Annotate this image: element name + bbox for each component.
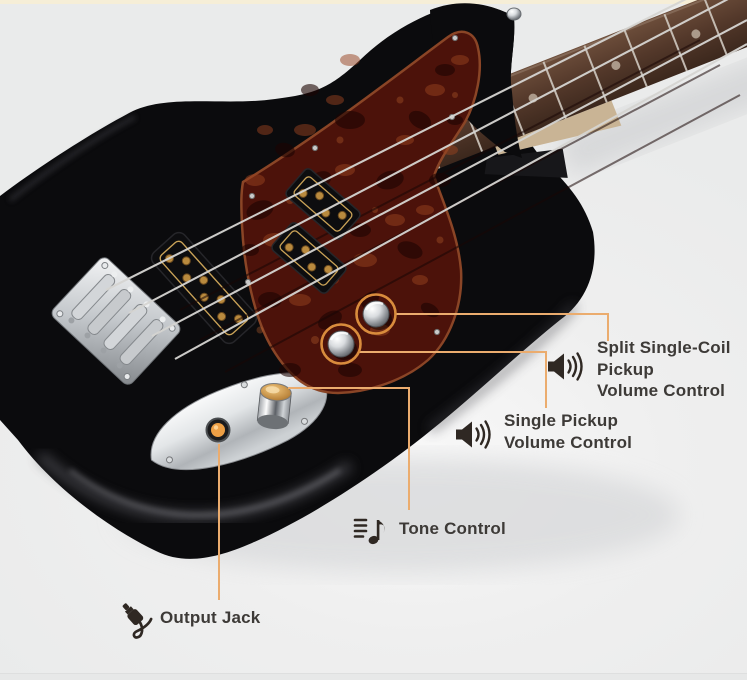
- label-line: Single Pickup: [504, 411, 619, 430]
- neck-shadow: [556, 34, 747, 179]
- label-line: Output Jack: [160, 608, 261, 627]
- label-tone-control: Tone Control: [399, 518, 506, 540]
- speaker-volume-icon: [456, 420, 491, 449]
- speaker-volume-icon: [548, 352, 583, 381]
- split-pickup-knob-ring: [355, 293, 397, 335]
- label-line: Split Single-Coil: [597, 338, 731, 357]
- leader-split-pickup: [396, 313, 609, 341]
- pickguard: [240, 30, 482, 395]
- leader-single-pickup: [358, 351, 547, 408]
- top-border-strip: [0, 0, 747, 4]
- strap-button: [506, 7, 522, 21]
- strings: [105, 0, 747, 360]
- label-line: Pickup: [597, 359, 654, 379]
- label-split-pickup-volume: Split Single-Coil Pickup Volume Control: [597, 337, 731, 402]
- tone-knob: [256, 383, 292, 430]
- label-line: Volume Control: [597, 381, 726, 400]
- music-note-icon: [353, 518, 385, 545]
- body-sheen-right: [427, 302, 578, 433]
- label-line: Tone Control: [399, 519, 506, 538]
- bridge: [51, 257, 181, 385]
- single-pickup-volume-knob: [327, 330, 357, 360]
- leader-lines: [218, 313, 609, 600]
- pickup-binding: [159, 240, 249, 336]
- body-sheen-highlight: [68, 468, 341, 517]
- highlight-rings: [320, 293, 397, 365]
- bottom-border-strip: [0, 673, 747, 680]
- output-jack: [205, 417, 231, 443]
- cable-plug-icon: [122, 603, 153, 639]
- split-pickup-volume-knob: [362, 300, 392, 330]
- single-pickup-knob-ring: [320, 323, 362, 365]
- label-output-jack: Output Jack: [160, 607, 260, 629]
- label-single-pickup-volume: Single Pickup Volume Control: [504, 410, 632, 453]
- leader-tone-control: [288, 387, 410, 510]
- body-edge-highlight: [8, 115, 136, 202]
- neck-heel-shadow: [484, 148, 568, 178]
- neck-heel-maple: [495, 100, 622, 155]
- label-line: Volume Control: [504, 432, 633, 452]
- bridge-saddles: [68, 271, 166, 369]
